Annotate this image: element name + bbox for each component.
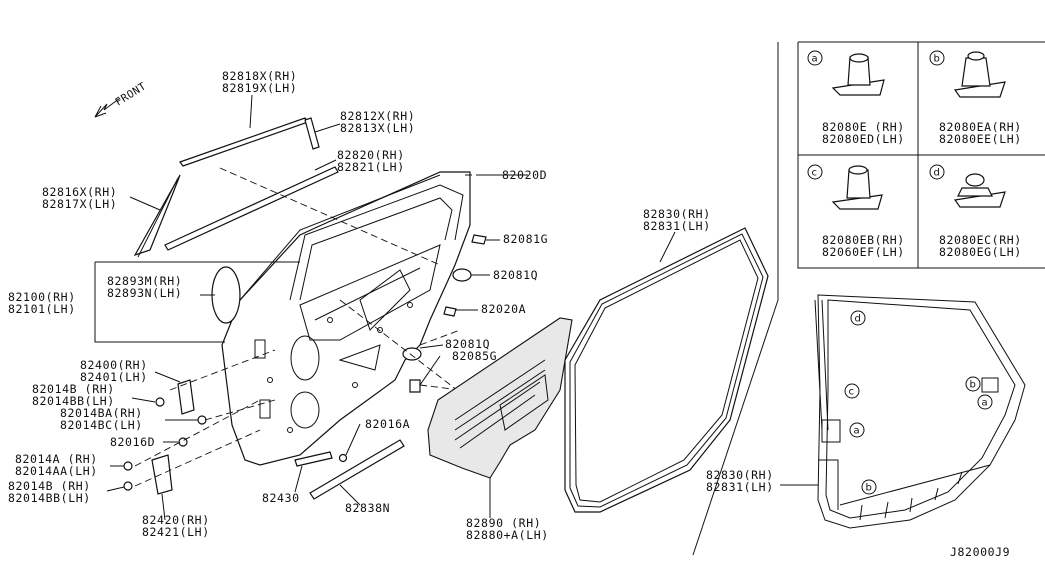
catalog-id: J82000J9 bbox=[950, 545, 1010, 559]
callout-82400-lh: 82401(LH) bbox=[80, 370, 148, 384]
hinge-82420 bbox=[151, 454, 173, 495]
callout-82016A: 82016A bbox=[365, 417, 410, 431]
small-parts bbox=[123, 234, 487, 500]
callout-82014B2-lh: 82014BB(LH) bbox=[8, 491, 91, 505]
callout-labels: 82818X(RH) 82819X(LH) 82812X(RH) 82813X(… bbox=[8, 69, 1010, 559]
callout-82420-lh: 82421(LH) bbox=[142, 525, 210, 539]
callout-82430: 82430 bbox=[262, 491, 300, 505]
svg-text:82080ED(LH): 82080ED(LH) bbox=[822, 132, 905, 146]
callout-82014A-lh: 82014AA(LH) bbox=[15, 464, 98, 478]
plug-82081Q bbox=[452, 268, 472, 282]
callout-82812-rh: 82812X(RH) bbox=[340, 109, 415, 123]
svg-text:a: a bbox=[812, 54, 818, 65]
callout-82830-top-rh: 82830(RH) bbox=[643, 207, 711, 221]
svg-text:82080EE(LH): 82080EE(LH) bbox=[939, 132, 1022, 146]
svg-text:82080EA(RH): 82080EA(RH) bbox=[939, 120, 1022, 134]
callout-82081Q-2: 82081Q bbox=[445, 337, 490, 351]
hinge-82400 bbox=[177, 379, 195, 415]
callout-82014B-lh: 82014BB(LH) bbox=[32, 394, 115, 408]
detail-box-b: b 82080EA(RH) 82080EE(LH) bbox=[929, 50, 1022, 146]
body-weatherstrip: d c a b a b bbox=[814, 294, 1026, 529]
callout-82100-rh: 82100(RH) bbox=[8, 290, 76, 304]
svg-text:b: b bbox=[970, 380, 976, 391]
seal-marker-b bbox=[965, 376, 981, 392]
callout-82818-lh: 82819X(LH) bbox=[222, 81, 297, 95]
door-weatherstrip bbox=[564, 227, 769, 513]
door-insulator bbox=[427, 317, 573, 479]
door-glass-parts bbox=[133, 117, 339, 258]
seal-marker-a2 bbox=[977, 394, 993, 410]
dashed-leaders bbox=[134, 167, 501, 487]
callout-leaders bbox=[94, 94, 818, 521]
callout-82020D: 82020D bbox=[502, 168, 547, 182]
svg-text:d: d bbox=[934, 168, 940, 179]
callout-82400-rh: 82400(RH) bbox=[80, 358, 148, 372]
callout-82020A: 82020A bbox=[481, 302, 526, 316]
callout-82420-rh: 82420(RH) bbox=[142, 513, 210, 527]
callout-82016D: 82016D bbox=[110, 435, 155, 449]
svg-text:82060EF(LH): 82060EF(LH) bbox=[822, 245, 905, 259]
callout-82838N: 82838N bbox=[345, 501, 390, 515]
svg-text:b: b bbox=[934, 54, 940, 65]
callout-82893-lh: 82893N(LH) bbox=[107, 286, 182, 300]
moulding-82838N bbox=[309, 439, 405, 500]
separators bbox=[692, 41, 1045, 556]
callout-82893-rh: 82893M(RH) bbox=[107, 274, 182, 288]
bolt-82020A bbox=[443, 306, 457, 317]
check-link-82430 bbox=[294, 451, 333, 467]
svg-text:82080E (RH): 82080E (RH) bbox=[822, 120, 905, 134]
svg-text:a: a bbox=[854, 426, 860, 437]
callout-82830-bot-rh: 82830(RH) bbox=[706, 468, 774, 482]
svg-text:d: d bbox=[855, 314, 861, 325]
callout-82100-lh: 82101(LH) bbox=[8, 302, 76, 316]
svg-text:82080EC(RH): 82080EC(RH) bbox=[939, 233, 1022, 247]
front-arrow: FRONT bbox=[94, 80, 149, 118]
plug-82081Q-2 bbox=[402, 347, 422, 361]
detail-box-a: a 82080E (RH) 82080ED(LH) bbox=[807, 50, 905, 146]
seal-82893 bbox=[211, 266, 241, 324]
callout-82816-rh: 82816X(RH) bbox=[42, 185, 117, 199]
callout-82890-lh: 82880+A(LH) bbox=[466, 528, 549, 542]
seal-marker-a bbox=[849, 422, 865, 438]
callout-82014A-rh: 82014A (RH) bbox=[15, 452, 98, 466]
callout-82830-bot-lh: 82831(LH) bbox=[706, 480, 774, 494]
svg-text:b: b bbox=[866, 483, 872, 494]
callout-82085G: 82085G bbox=[452, 349, 497, 363]
detail-box-c: c 82080EB(RH) 82060EF(LH) bbox=[807, 164, 905, 259]
detail-box-d: d 82080EC(RH) 82080EG(LH) bbox=[929, 164, 1022, 259]
svg-text:a: a bbox=[982, 398, 988, 409]
front-label: FRONT bbox=[113, 80, 148, 108]
callout-82081Q: 82081Q bbox=[493, 268, 538, 282]
seal-marker-d bbox=[850, 310, 866, 326]
svg-text:c: c bbox=[812, 168, 818, 179]
callout-82830-top-lh: 82831(LH) bbox=[643, 219, 711, 233]
door-panel bbox=[221, 171, 471, 466]
svg-text:82080EG(LH): 82080EG(LH) bbox=[939, 245, 1022, 259]
callout-82890-rh: 82890 (RH) bbox=[466, 516, 541, 530]
callout-82081G: 82081G bbox=[503, 232, 548, 246]
callout-82820-rh: 82820(RH) bbox=[337, 148, 405, 162]
callout-82820-lh: 82821(LH) bbox=[337, 160, 405, 174]
callout-82014BA-rh: 82014BA(RH) bbox=[60, 406, 143, 420]
clip-82081G bbox=[471, 234, 487, 245]
grommet-82085G bbox=[409, 379, 421, 393]
callout-82014B2-rh: 82014B (RH) bbox=[8, 479, 91, 493]
callout-82812-lh: 82813X(LH) bbox=[340, 121, 415, 135]
callout-82014BA-lh: 82014BC(LH) bbox=[60, 418, 143, 432]
svg-text:c: c bbox=[849, 387, 855, 398]
callout-82816-lh: 82817X(LH) bbox=[42, 197, 117, 211]
callout-82014B-rh: 82014B (RH) bbox=[32, 382, 115, 396]
svg-text:82080EB(RH): 82080EB(RH) bbox=[822, 233, 905, 247]
seal-marker-c bbox=[844, 383, 860, 399]
seal-marker-b2 bbox=[861, 479, 877, 495]
callout-82818-rh: 82818X(RH) bbox=[222, 69, 297, 83]
